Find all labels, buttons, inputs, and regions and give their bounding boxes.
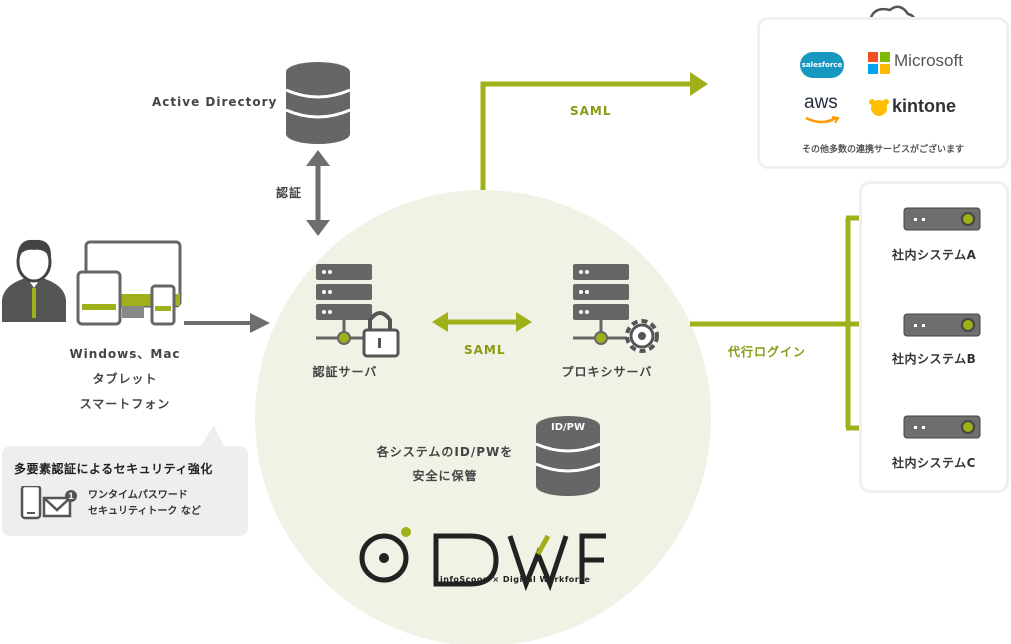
idpw-tag: ID/PW [550, 422, 586, 433]
inner-saml-arrow [432, 312, 532, 332]
proxy-login-label: 代行ログイン [728, 345, 807, 359]
auth-server-label: 認証サーバ [312, 365, 378, 379]
kintone-logo-icon [869, 99, 889, 116]
svg-text:1: 1 [68, 491, 73, 501]
client-line-2: タブレット [92, 372, 158, 386]
client-line-1: Windows、Mac [69, 347, 181, 361]
store-line-1: 各システムのID/PWを [376, 445, 514, 459]
user-person-icon [2, 239, 66, 322]
saml-cloud-arrow [480, 72, 708, 190]
saml-top-label: SAML [570, 104, 612, 118]
dwf-logo [359, 527, 606, 592]
proxy-server-label: プロキシサーバ [561, 365, 653, 379]
system-a-server-icon [902, 206, 982, 236]
salesforce-logo: salesforce [800, 52, 844, 78]
auth-server-icon [316, 264, 400, 358]
client-devices-label: Windows、Mac タブレット スマートフォン [40, 342, 210, 417]
system-b-label: 社内システムB [892, 352, 977, 366]
inner-saml-label: SAML [464, 343, 506, 357]
microsoft-logo-text: Microsoft [894, 51, 963, 70]
aws-logo: aws [804, 92, 838, 113]
ad-label: Active Directory [152, 95, 278, 109]
system-c-label: 社内システムC [892, 456, 976, 470]
kintone-logo-text: kintone [892, 96, 957, 116]
microsoft-logo-icon [868, 52, 890, 74]
mfa-line-1: ワンタイムパスワード [88, 490, 188, 501]
client-arrow [184, 313, 270, 333]
internal-systems-card: 社内システムA 社内システムB 社内システムC [862, 184, 1006, 490]
system-c-server-icon [902, 414, 982, 444]
mfa-title: 多要素認証によるセキュリティ強化 [14, 462, 213, 476]
mfa-callout: 多要素認証によるセキュリティ強化 1 ワンタイムパスワード セキュリティトーク … [2, 446, 248, 536]
auth-label: 認証 [276, 186, 303, 200]
idpw-db-icon [535, 416, 601, 496]
proxy-server-icon [573, 264, 659, 353]
mfa-line-2: セキュリティトーク など [88, 506, 201, 517]
aws-smile-icon [805, 116, 840, 124]
store-label: 各システムのID/PWを 安全に保管 [360, 440, 530, 488]
system-a-label: 社内システムA [892, 248, 977, 262]
store-line-2: 安全に保管 [412, 469, 478, 483]
system-b-server-icon [902, 312, 982, 342]
dwf-tagline: infoScoop × Digital Workforce [440, 575, 591, 584]
callout-tail [200, 425, 224, 447]
devices-icon [76, 240, 182, 326]
phone-mail-icon: 1 [20, 486, 77, 520]
client-line-3: スマートフォン [79, 397, 171, 411]
cloud-others-label: その他多数の連携サービスがございます [801, 145, 964, 155]
central-circle [255, 190, 711, 644]
active-directory-db-icon [285, 62, 351, 144]
cloud-services-card: salesforce Microsoft aws kintone その他多数の連… [760, 20, 1006, 166]
auth-double-arrow [306, 150, 330, 236]
